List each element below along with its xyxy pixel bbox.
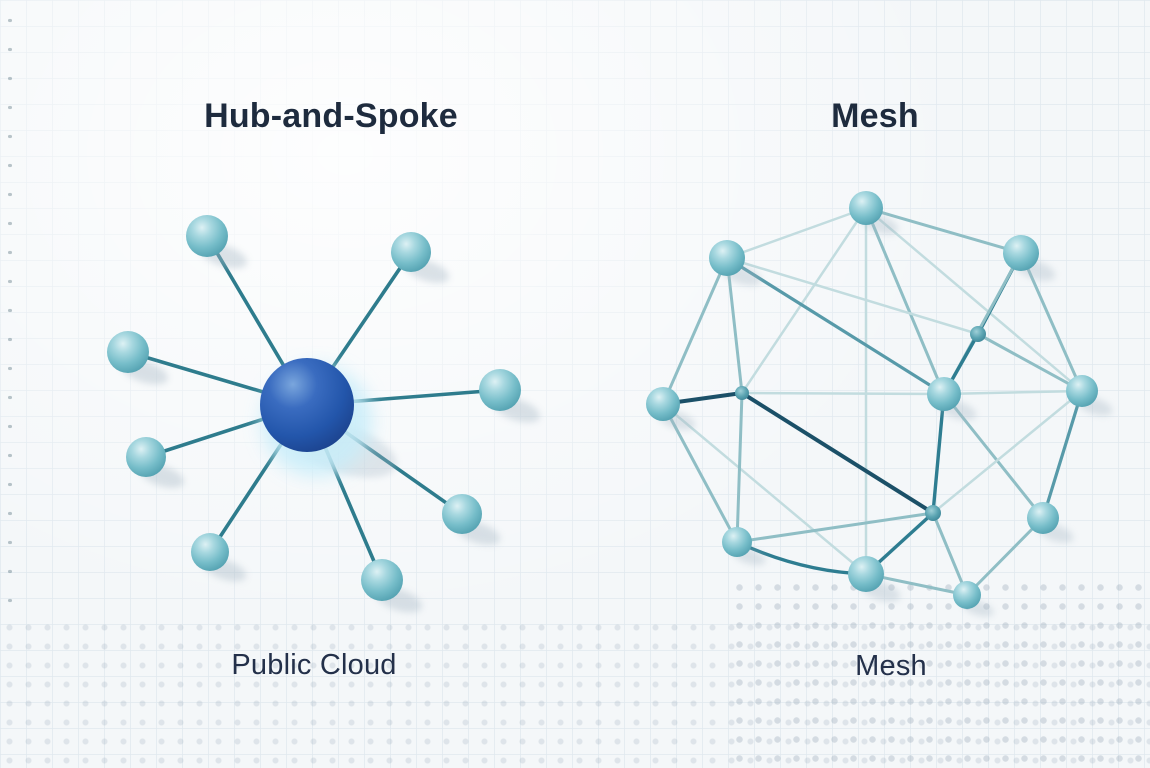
mesh-edge bbox=[965, 516, 1045, 597]
mesh-node bbox=[1066, 375, 1098, 407]
mesh-edge bbox=[740, 206, 868, 395]
hub-spoke-diagram bbox=[107, 215, 540, 613]
mesh-edge bbox=[725, 256, 946, 396]
mesh-node bbox=[849, 191, 883, 225]
spoke-node bbox=[479, 369, 521, 411]
spoke-node bbox=[186, 215, 228, 257]
spoke-node bbox=[361, 559, 403, 601]
mesh-edge bbox=[864, 206, 1023, 255]
mesh-edge bbox=[976, 332, 1084, 393]
mesh-edge bbox=[661, 256, 729, 406]
spoke-node bbox=[191, 533, 229, 571]
mesh-edge bbox=[725, 256, 744, 395]
spoke-node bbox=[442, 494, 482, 534]
mesh-edge bbox=[864, 206, 1084, 393]
mesh-edge bbox=[1041, 389, 1084, 520]
mesh-edge bbox=[931, 511, 969, 597]
mesh-connector-node bbox=[925, 505, 941, 521]
mesh-node bbox=[953, 581, 981, 609]
mesh-edge bbox=[661, 402, 868, 576]
spoke-node bbox=[107, 331, 149, 373]
mesh-caption: Mesh bbox=[855, 650, 927, 682]
mesh-node bbox=[646, 387, 680, 421]
mesh-title: Mesh bbox=[831, 97, 919, 135]
mesh-node bbox=[848, 556, 884, 592]
mesh-edge bbox=[725, 256, 980, 336]
spoke-node bbox=[126, 437, 166, 477]
spoke-node bbox=[391, 232, 431, 272]
hub-spoke-title: Hub-and-Spoke bbox=[204, 97, 458, 135]
mesh-node bbox=[1027, 502, 1059, 534]
mesh-diagram bbox=[646, 191, 1113, 617]
mesh-edge bbox=[740, 391, 946, 396]
mesh-node bbox=[722, 527, 752, 557]
mesh-edge bbox=[864, 206, 946, 396]
mesh-edge bbox=[725, 206, 868, 260]
hub-spoke-caption: Public Cloud bbox=[231, 649, 397, 681]
mesh-connector-node bbox=[735, 386, 749, 400]
mesh-connector-node bbox=[970, 326, 986, 342]
mesh-node bbox=[1003, 235, 1039, 271]
mesh-node bbox=[709, 240, 745, 276]
mesh-edge bbox=[931, 392, 946, 515]
hub-node bbox=[260, 358, 354, 452]
mesh-edge bbox=[942, 389, 1084, 396]
mesh-edge bbox=[735, 511, 935, 544]
mesh-edge bbox=[931, 389, 1084, 515]
mesh-edge bbox=[735, 391, 744, 544]
mesh-node bbox=[927, 377, 961, 411]
mesh-edge bbox=[740, 391, 935, 515]
